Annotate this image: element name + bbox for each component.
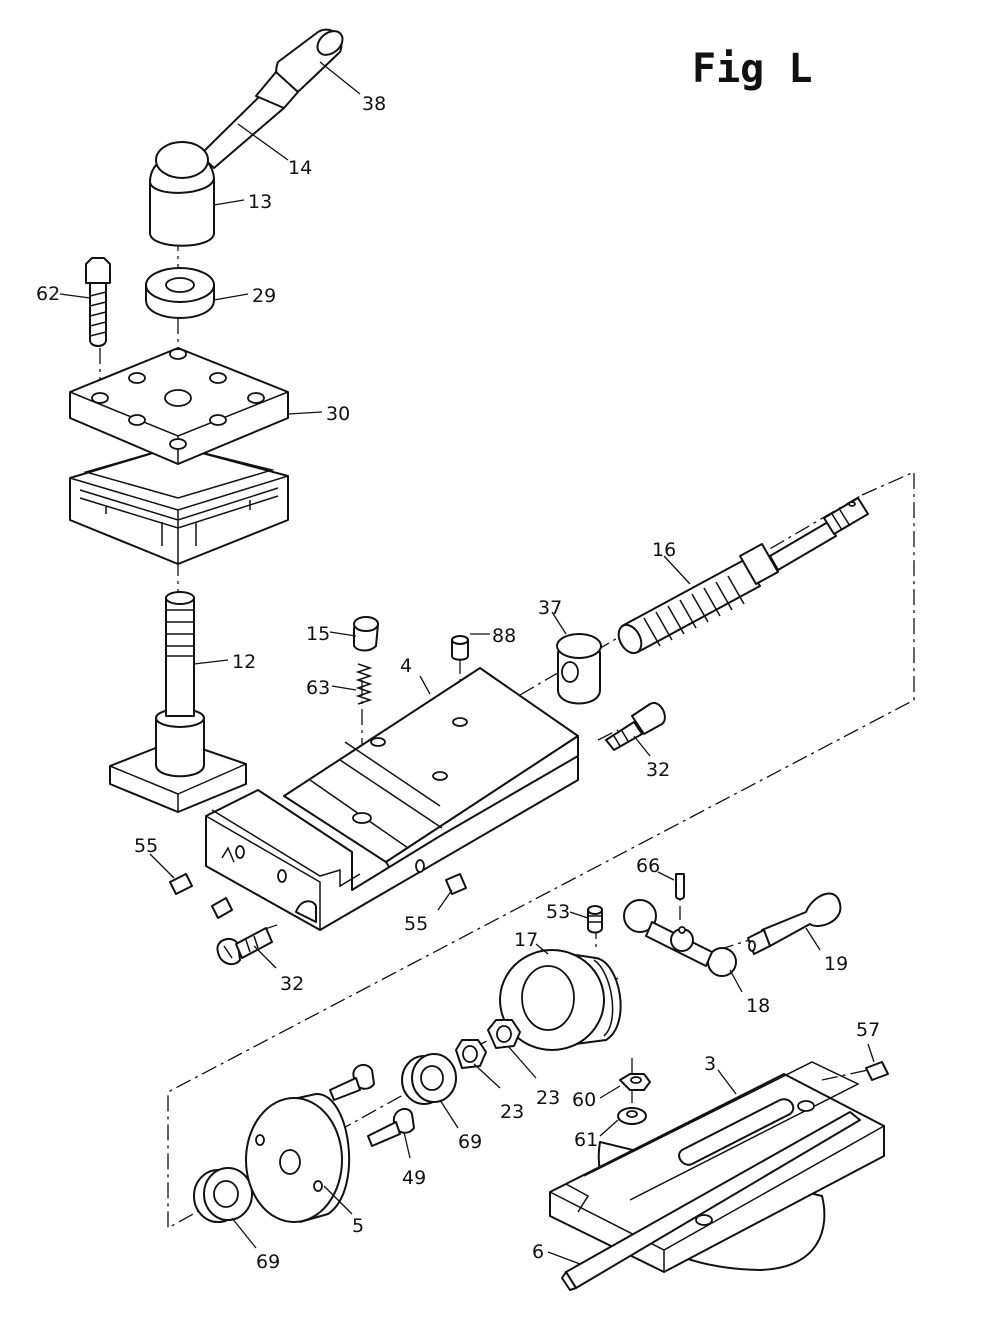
bolt-62: [85, 257, 111, 347]
grub-screw-57: [865, 1061, 889, 1081]
lever-arm-14: [199, 71, 299, 169]
callout-23-right: 23: [536, 1087, 560, 1109]
nut-block-37: [556, 633, 602, 705]
tool-post-30: [69, 347, 289, 565]
callout-32-left: 32: [280, 973, 304, 995]
callout-61: 61: [574, 1129, 598, 1151]
compound-slide-4: [205, 667, 579, 931]
callout-16: 16: [652, 539, 676, 561]
callout-55-left: 55: [134, 835, 158, 857]
figure-title: Fig L: [692, 46, 812, 92]
callout-17: 17: [514, 929, 538, 951]
callout-53: 53: [546, 901, 570, 923]
callout-32-right: 32: [646, 759, 670, 781]
callout-5: 5: [352, 1215, 364, 1237]
screws-49: [329, 1063, 415, 1147]
spring-63: [355, 663, 373, 705]
lever-hub-13: [149, 141, 215, 247]
callout-49: 49: [402, 1167, 426, 1189]
cap-screw-32-left: [216, 927, 273, 966]
callout-69-upper: 69: [458, 1131, 482, 1153]
set-screws-55: [169, 873, 467, 919]
callout-14: 14: [288, 157, 312, 179]
hex-nuts-23: [455, 1019, 521, 1069]
pin-15: [353, 616, 379, 652]
callout-88: 88: [492, 625, 516, 647]
bracket-5: [245, 1092, 351, 1223]
callout-labels: 38 14 13 62 29 30 16 37 15 88 4 63 12 32…: [36, 93, 880, 1273]
thrust-bearing-69-lower: [193, 1167, 253, 1223]
callout-18: 18: [746, 995, 770, 1017]
gib-strip-6: [561, 1111, 861, 1291]
thrust-bearing-69-upper: [401, 1053, 457, 1105]
pin-66: [675, 873, 685, 900]
callout-3: 3: [704, 1053, 716, 1075]
washer-61: [617, 1107, 647, 1125]
lead-screw-16: [617, 497, 869, 655]
swivel-slide-3: [549, 1061, 885, 1273]
callout-63: 63: [306, 677, 330, 699]
graduated-collar-17: [499, 949, 622, 1051]
callout-30: 30: [326, 403, 350, 425]
callout-60: 60: [572, 1089, 596, 1111]
callout-62: 62: [36, 283, 60, 305]
ball-handle-18: [623, 899, 737, 977]
callout-69-lower: 69: [256, 1251, 280, 1273]
callout-37: 37: [538, 597, 562, 619]
leader-lines: [59, 61, 875, 1265]
callout-12: 12: [232, 651, 256, 673]
washer-29: [145, 267, 215, 319]
callout-29: 29: [252, 285, 276, 307]
tool-post-stud-12: [109, 591, 247, 813]
grub-screw-88: [451, 635, 469, 661]
callout-57: 57: [856, 1019, 880, 1041]
hex-nut-60: [619, 1073, 651, 1091]
callout-6: 6: [532, 1241, 544, 1263]
callout-13: 13: [248, 191, 272, 213]
callout-19: 19: [824, 953, 848, 975]
callout-23-left: 23: [500, 1101, 524, 1123]
handle-19: [747, 892, 842, 955]
callout-38: 38: [362, 93, 386, 115]
callout-15: 15: [306, 623, 330, 645]
callout-4: 4: [400, 655, 412, 677]
callout-55-right: 55: [404, 913, 428, 935]
grub-screw-53: [587, 905, 603, 934]
callout-66: 66: [636, 855, 660, 877]
cap-screw-32-right: [605, 701, 666, 751]
